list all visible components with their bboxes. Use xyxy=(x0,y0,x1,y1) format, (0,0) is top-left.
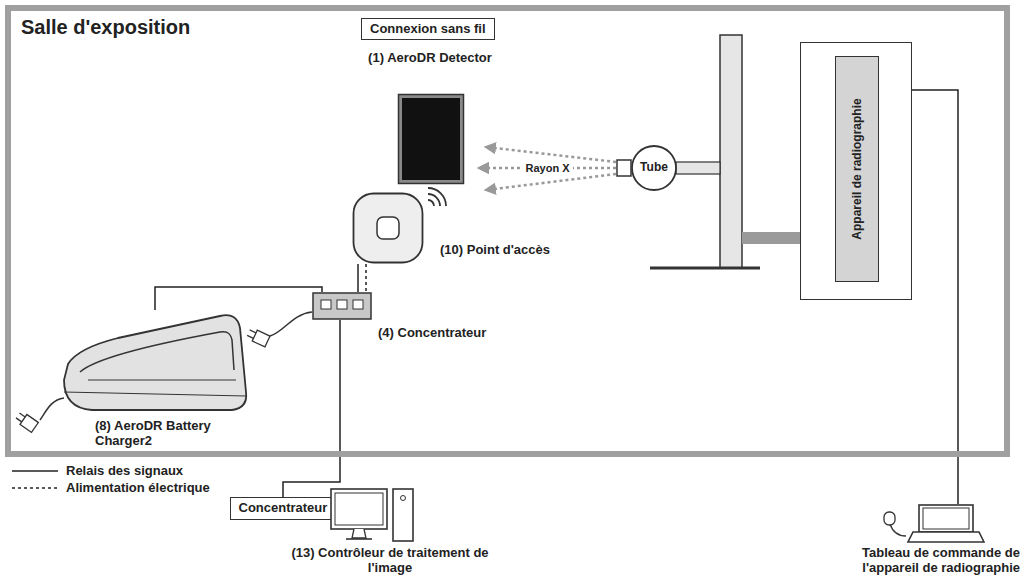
legend-sample xyxy=(12,466,58,476)
legend-row: Relais des signaux xyxy=(12,462,210,479)
unit-label: Appareil de radiographie xyxy=(836,57,878,281)
drawing-svg xyxy=(312,292,372,320)
unit-panel: Appareil de radiographie xyxy=(835,56,879,282)
legend-label: Alimentation électrique xyxy=(66,480,210,495)
drawing-rect xyxy=(313,293,371,319)
drawing-rect xyxy=(335,493,383,525)
drawing-path xyxy=(352,529,366,538)
legend-row: Alimentation électrique xyxy=(12,479,210,496)
power-cord xyxy=(40,398,64,420)
laptop xyxy=(905,504,985,544)
drawing-line xyxy=(19,413,25,417)
drawing-rect xyxy=(617,160,631,176)
xray-beam xyxy=(486,174,616,190)
radiography-unit: Appareil de radiographie xyxy=(800,42,912,300)
drawing-path xyxy=(80,332,234,372)
drawing-line xyxy=(12,487,58,489)
stand-pillar xyxy=(720,35,742,268)
mouse-cable xyxy=(890,524,906,536)
control-console: Tableau de commande de l'appareil de rad… xyxy=(820,500,1020,576)
drawing-svg xyxy=(905,504,985,544)
tube-arm xyxy=(676,162,720,174)
connector xyxy=(283,320,340,497)
drawing-rect xyxy=(20,414,38,432)
mouse xyxy=(884,512,895,525)
connector xyxy=(155,287,322,310)
room-region: Salle d'exposition Connexion sans fil (1) … xyxy=(5,5,1010,457)
part-label: (1) AeroDR Detector xyxy=(360,50,500,65)
tube-label: Tube xyxy=(632,160,676,175)
drawing-svg xyxy=(60,310,250,415)
power-cord xyxy=(270,312,312,336)
stand-bar xyxy=(742,232,800,244)
drawing-path xyxy=(908,532,984,542)
box-label: Concentrateur xyxy=(239,498,328,518)
hub-box: Concentrateur xyxy=(230,497,337,520)
drawing-svg xyxy=(330,488,415,544)
xray-tube: Tube xyxy=(616,144,678,192)
drawing-line xyxy=(250,330,256,333)
access-point: (10) Point d'accès xyxy=(350,190,580,268)
part-label: (4) Concentrateur xyxy=(378,325,486,340)
hub-body xyxy=(312,292,372,320)
drawing-svg xyxy=(397,93,465,185)
power-plug xyxy=(14,410,38,432)
charger-body xyxy=(60,310,250,415)
drawing-line xyxy=(16,418,22,422)
legend-label: Relais des signaux xyxy=(66,463,183,478)
drawing-line xyxy=(247,335,253,338)
power-plug xyxy=(246,327,270,347)
drawing-rect xyxy=(321,300,331,309)
xray-beam xyxy=(486,147,616,162)
caption-box: Connexion sans fil xyxy=(361,18,495,40)
stand-base xyxy=(650,267,760,270)
part-label: (10) Point d'accès xyxy=(440,242,550,257)
connector xyxy=(912,90,958,504)
part-label: (13) Contrôleur de traitement de l'image xyxy=(285,545,495,575)
drawing-rect xyxy=(377,217,399,239)
drawing-rect xyxy=(399,95,464,184)
drawing-circle xyxy=(401,496,406,501)
legend-sample xyxy=(12,483,58,493)
wireless-waves xyxy=(428,188,446,206)
image-controller: (13) Contrôleur de traitement de l'image xyxy=(285,486,495,576)
region-title: Salle d'exposition xyxy=(21,15,190,39)
drawing-path xyxy=(64,392,246,396)
part-label: (8) AeroDR Battery Charger2 xyxy=(95,418,230,448)
drawing-rect xyxy=(337,300,347,309)
drawing-rect xyxy=(923,508,969,529)
detector: (1) AeroDR Detector xyxy=(360,50,500,190)
drawing-rect xyxy=(919,505,973,532)
connector xyxy=(365,264,367,292)
detector-panel xyxy=(397,93,465,185)
drawing-path xyxy=(64,315,246,410)
drawing-circle xyxy=(632,146,676,190)
connector xyxy=(357,264,359,292)
drawing-rect xyxy=(331,489,387,529)
drawing-path xyxy=(88,379,236,380)
part-label: Tableau de commande de l'appareil de rad… xyxy=(820,545,1020,575)
drawing-rect xyxy=(402,98,460,180)
access-point-body xyxy=(352,192,424,264)
drawing-line xyxy=(12,470,58,472)
computer xyxy=(330,488,415,544)
edge-label: Rayon X xyxy=(522,162,572,175)
box-label: Connexion sans fil xyxy=(370,19,486,38)
legend: Relais des signauxAlimentation électriqu… xyxy=(12,462,210,496)
battery-charger: (8) AeroDR Battery Charger2 xyxy=(15,290,265,450)
drawing-svg xyxy=(352,192,424,264)
drawing-rect xyxy=(353,300,363,309)
drawing-line xyxy=(346,538,372,540)
network-hub: (4) Concentrateur xyxy=(312,292,487,340)
drawing-rect xyxy=(393,489,413,541)
drawing-rect xyxy=(354,194,423,263)
